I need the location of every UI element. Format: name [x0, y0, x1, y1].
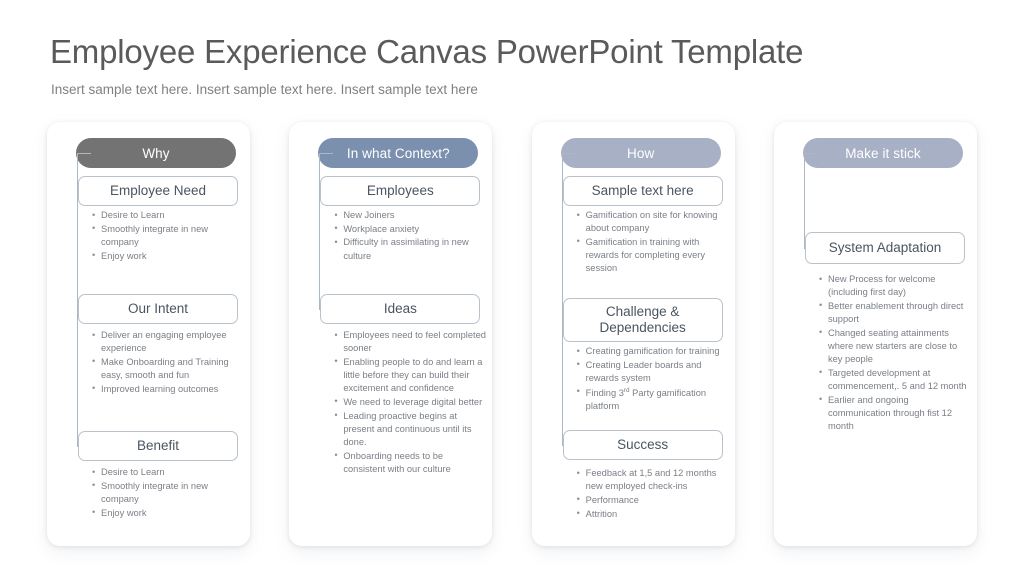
bullet-item: Better enablement through direct support [819, 299, 971, 326]
pill-header-in-what-context[interactable]: In what Context? [318, 138, 479, 168]
node-box[interactable]: Success [562, 430, 723, 460]
bullet-list: New JoinersWorkplace anxietyDifficulty i… [334, 208, 486, 263]
bullet-item: Leading proactive begins at present and … [334, 409, 486, 450]
page-subtitle: Insert sample text here. Insert sample t… [51, 82, 478, 97]
node-box[interactable]: Challenge & Dependencies [562, 298, 723, 342]
connector-stub-pill [77, 153, 91, 154]
page-title: Employee Experience Canvas PowerPoint Te… [50, 33, 804, 70]
bullet-list: Feedback at 1,5 and 12 months new employ… [577, 466, 729, 521]
bullet-item: Workplace anxiety [334, 222, 486, 236]
pill-header-why[interactable]: Why [76, 138, 236, 168]
bullet-list: Desire to LearnSmoothly integrate in new… [92, 465, 244, 520]
node-box[interactable]: Our Intent [78, 294, 238, 324]
node-label: Challenge & Dependencies [599, 304, 686, 335]
node-box[interactable]: Employee Need [78, 176, 238, 206]
bullet-item: Attrition [577, 507, 729, 521]
bullet-item: We need to leverage digital better [334, 395, 486, 409]
bullet-item: Desire to Learn [92, 465, 244, 479]
node-label: Sample text here [591, 183, 694, 199]
bullet-item: Creating Leader boards and rewards syste… [577, 358, 729, 385]
connector-trunk-line [319, 153, 321, 309]
bullet-item: Employees need to feel completed sooner [334, 328, 486, 355]
bullet-item: Enjoy work [92, 506, 244, 520]
node-label: Benefit [136, 438, 180, 454]
bullet-item: Enjoy work [92, 249, 244, 263]
bullet-item: Deliver an engaging employee experience [92, 328, 244, 355]
bullet-item: New Process for welcome (including first… [819, 272, 971, 299]
bullet-item: Finding 3rd Party gamification platform [577, 385, 729, 413]
bullet-item: Smoothly integrate in new company [92, 222, 244, 249]
canvas-card-in-what-context[interactable]: In what Context? EmployeesNew JoinersWork… [289, 122, 493, 546]
bullet-item: Make Onboarding and Training easy, smoot… [92, 355, 244, 382]
connector-trunk-line [561, 153, 563, 445]
bullet-list: Deliver an engaging employee experienceM… [92, 328, 244, 396]
node-label: Employee Need [109, 183, 207, 199]
node-box[interactable]: Employees [320, 176, 481, 206]
bullet-item: Smoothly integrate in new company [92, 479, 244, 506]
bullet-item: Enabling people to do and learn a little… [334, 355, 486, 396]
bullet-list: Employees need to feel completed soonerE… [334, 328, 486, 477]
pill-header-how[interactable]: How [560, 138, 721, 168]
bullet-item: Performance [577, 493, 729, 507]
connector-stub-pill [803, 153, 818, 154]
node-label: Success [617, 437, 669, 453]
bullet-item: Feedback at 1,5 and 12 months new employ… [577, 466, 729, 493]
node-label: Our Intent [127, 301, 189, 317]
bullet-item: Gamification on site for knowing about c… [577, 208, 729, 235]
pill-label: In what Context? [346, 145, 450, 161]
bullet-item: Targeted development at commencement,. 5… [819, 366, 971, 393]
connector-stub-pill [561, 153, 576, 154]
node-label: System Adaptation [828, 240, 942, 256]
bullet-list: Gamification on site for knowing about c… [577, 208, 729, 276]
connector-stub-pill [319, 153, 334, 154]
bullet-item: Gamification in training with rewards fo… [577, 235, 729, 276]
pill-label: Make it stick [845, 145, 921, 161]
node-box[interactable]: Benefit [78, 431, 238, 461]
bullet-item: New Joiners [334, 208, 486, 222]
pill-label: Why [142, 145, 170, 161]
pill-header-make-it-stick[interactable]: Make it stick [802, 138, 963, 168]
connector-trunk-line [77, 153, 78, 446]
bullet-list: Desire to LearnSmoothly integrate in new… [92, 208, 244, 263]
bullet-item: Earlier and ongoing communication throug… [819, 393, 971, 434]
node-box[interactable]: Sample text here [562, 176, 723, 206]
bullet-item: Difficulty in assimilating in new cultur… [334, 236, 486, 262]
bullet-list: New Process for welcome (including first… [819, 272, 971, 434]
connector-trunk-line [803, 153, 805, 248]
bullet-list: Creating gamification for trainingCreati… [577, 344, 729, 414]
bullet-item: Changed seating attainments where new st… [819, 326, 971, 367]
pill-label: How [627, 145, 655, 161]
node-label: Employees [366, 183, 434, 199]
bullet-item: Creating gamification for training [577, 344, 729, 358]
node-box[interactable]: System Adaptation [804, 232, 965, 264]
node-label: Ideas [383, 301, 417, 317]
bullet-item: Desire to Learn [92, 208, 244, 222]
node-box[interactable]: Ideas [320, 294, 481, 324]
bullet-item: Onboarding needs to be consistent with o… [334, 449, 486, 476]
bullet-item: Improved learning outcomes [92, 382, 244, 396]
